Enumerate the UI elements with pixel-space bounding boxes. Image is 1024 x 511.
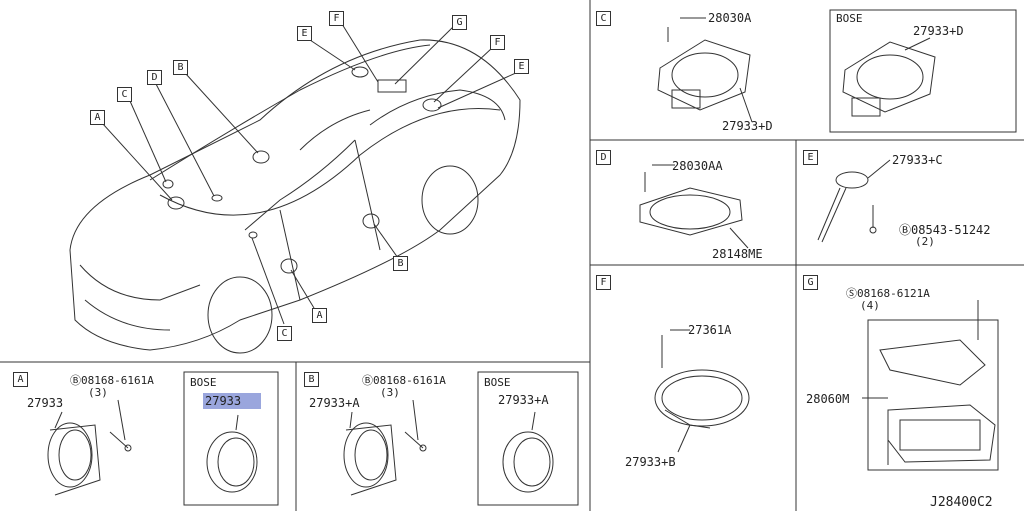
callout-f[interactable]: F (329, 11, 344, 26)
speaker-a (167, 196, 185, 210)
callout-b[interactable]: B (173, 60, 188, 75)
panel-e-screw-number: 08543-51242 (911, 223, 991, 237)
panel-d-tag: D (596, 150, 611, 165)
panel-e-part: 27933+C (892, 153, 943, 167)
panel-d-screw: 28030AA (672, 159, 723, 173)
panel-a-bose-part-highlighted[interactable]: 27933 (203, 393, 261, 409)
panel-a-screw: Ⓑ08168-6161A (70, 374, 154, 387)
callout-g[interactable]: G (452, 15, 467, 30)
panel-c-screw: 28030A (708, 11, 752, 25)
panel-e-tag: E (803, 150, 818, 165)
panel-g-tag: G (803, 275, 818, 290)
panel-c-part: 27933+D (722, 119, 773, 133)
speaker-c-front (162, 179, 174, 189)
speaker-f (422, 98, 442, 112)
callout-a-2[interactable]: A (312, 308, 327, 323)
panel-a-bose-label: BOSE (190, 376, 217, 389)
panel-g-part: 28060M (806, 392, 850, 406)
panel-a-qty: (3) (88, 386, 108, 399)
panel-a-tag: A (13, 372, 28, 387)
speaker-b-door (362, 213, 380, 229)
speaker-e (351, 66, 369, 78)
panel-f-part: 27933+B (625, 455, 676, 469)
panel-c-bose-part: 27933+D (913, 24, 964, 38)
panel-f-tag: F (596, 275, 611, 290)
panel-b-part: 27933+A (309, 396, 360, 410)
diagram-id: J28400C2 (930, 495, 993, 510)
callout-e[interactable]: E (297, 26, 312, 41)
panel-b-tag: B (304, 372, 319, 387)
panel-a-part: 27933 (27, 396, 64, 410)
panel-c-tag: C (596, 11, 611, 26)
callout-c[interactable]: C (117, 87, 132, 102)
panel-b-qty: (3) (380, 386, 400, 399)
car-illustration (69, 39, 521, 354)
panel-f-screw: 27361A (688, 323, 732, 337)
callout-f-2[interactable]: F (490, 35, 505, 50)
panel-e-screw: Ⓑ08543-51242 (899, 223, 991, 237)
panel-e-qty: (2) (915, 235, 935, 248)
callout-c-2[interactable]: C (277, 326, 292, 341)
panel-a-screw-number: 08168-6161A (81, 374, 154, 387)
callout-d[interactable]: D (147, 70, 162, 85)
panel-d-part: 28148ME (712, 247, 763, 261)
speaker-d (211, 194, 223, 202)
panel-b-screw: Ⓑ08168-6161A (362, 374, 446, 387)
amplifier-g (377, 79, 407, 93)
panel-b-bose-part: 27933+A (498, 393, 549, 407)
callout-e-2[interactable]: E (514, 59, 529, 74)
speaker-b-rear (252, 150, 270, 164)
panel-g-screw: Ⓢ08168-6121A (846, 287, 930, 300)
callout-a[interactable]: A (90, 110, 105, 125)
panel-g-qty: (4) (860, 299, 880, 312)
panel-b-screw-number: 08168-6161A (373, 374, 446, 387)
panel-c-bose-label: BOSE (836, 12, 863, 25)
panel-g-screw-number: 08168-6121A (857, 287, 930, 300)
panel-b-bose-label: BOSE (484, 376, 511, 389)
callout-b-2[interactable]: B (393, 256, 408, 271)
speaker-a-door (280, 258, 298, 274)
